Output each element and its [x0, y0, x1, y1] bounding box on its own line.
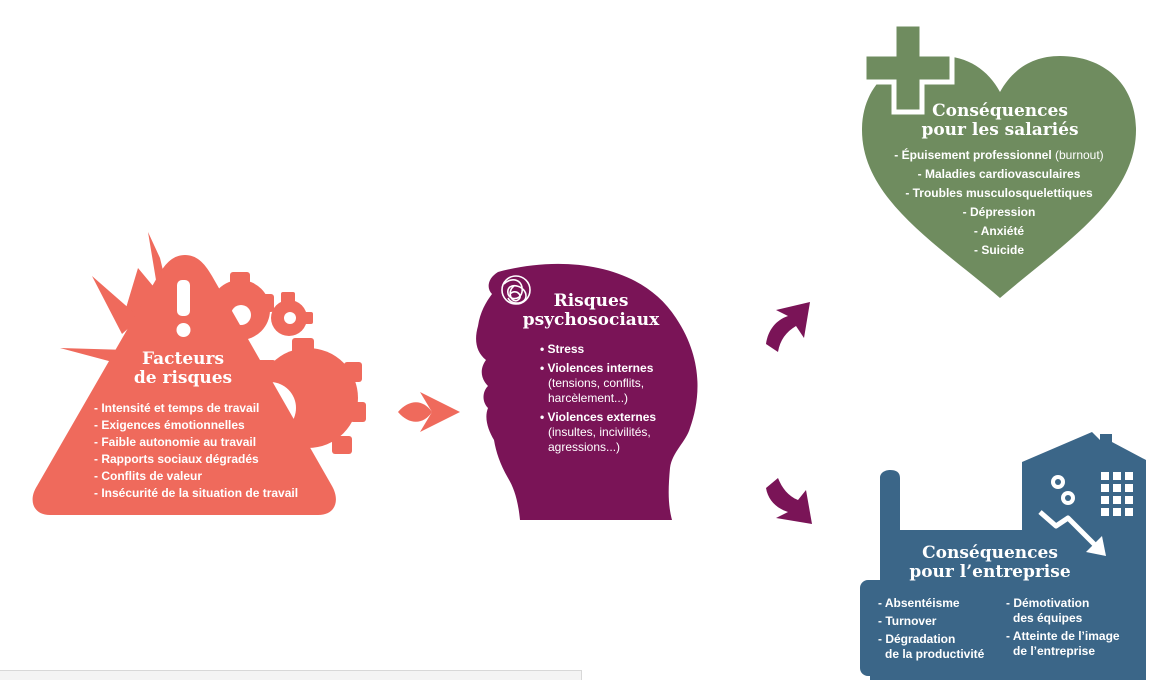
factors-triangle: [32, 255, 336, 515]
employee-item: - Troubles musculosquelettiques: [905, 186, 1093, 200]
window-grid-icon: [1101, 472, 1133, 516]
factor-item: - Rapports sociaux dégradés: [94, 452, 259, 466]
arrow-down-right-icon: [766, 478, 812, 524]
heart-icon: [862, 56, 1136, 298]
company-title: Conséquences pour l’entreprise: [900, 544, 1080, 582]
psychosocial-title-line-1: Risques: [553, 291, 629, 311]
arrow-up-right-icon: [766, 302, 810, 352]
factors-title-line-1: Facteurs: [141, 349, 225, 369]
company-list-col-1: - Absentéisme - Turnover - Dégradation d…: [878, 596, 998, 662]
factor-item: - Exigences émotionnelles: [94, 418, 245, 432]
factors-title-line-2: de risques: [133, 368, 233, 388]
gears-icon: [1051, 475, 1075, 505]
psychosocial-list: • Stress • Violences internes (tensions,…: [540, 342, 680, 455]
factors-title: Facteurs de risques: [108, 350, 258, 388]
psychosocial-item-detail: agressions...): [548, 440, 621, 454]
company-item: - Turnover: [878, 614, 937, 628]
factors-list: - Intensité et temps de travail - Exigen…: [94, 400, 324, 502]
tangled-brain-icon: [501, 275, 531, 305]
psychosocial-item-label: • Violences internes: [540, 361, 654, 375]
head-profile-icon: [476, 263, 698, 520]
company-item: - Dégradation: [878, 632, 956, 646]
employee-item: - Anxiété: [973, 224, 1025, 238]
gear-hole: [284, 312, 296, 324]
company-item: de l’entreprise: [1013, 644, 1096, 658]
psychosocial-item-detail: (insultes, incivilités,: [548, 425, 651, 439]
employee-item: - Épuisement professionnel (burnout): [876, 146, 1122, 165]
exclamation-icon: [176, 280, 191, 337]
page-edge-strip: [0, 670, 582, 680]
psychosocial-item-detail: harcèlement...): [548, 391, 629, 405]
arrow-right-icon: [398, 392, 460, 432]
company-list-col-2: - Démotivation des équipes - Atteinte de…: [1006, 596, 1142, 659]
psychosocial-item-detail: (tensions, conflits,: [548, 376, 645, 390]
employee-item: - Dépression: [962, 205, 1036, 219]
company-item: - Atteinte de l’image: [1006, 629, 1120, 643]
employees-title-line-1: Conséquences: [932, 101, 1068, 121]
factor-item: - Conflits de valeur: [94, 469, 203, 483]
factors-group: [32, 232, 366, 515]
employees-title-line-2: pour les salariés: [921, 120, 1079, 140]
psychosocial-title: Risques psychosociaux: [516, 292, 666, 330]
company-item: de la productivité: [885, 647, 985, 661]
company-panel: [860, 580, 1146, 676]
medical-cross-icon: [861, 21, 955, 115]
employees-list: - Épuisement professionnel (burnout) - M…: [876, 146, 1122, 260]
psychosocial-item-label: • Stress: [540, 342, 585, 356]
company-title-line-2: pour l’entreprise: [909, 562, 1071, 582]
factor-item: - Faible autonomie au travail: [94, 435, 257, 449]
company-item: - Démotivation: [1006, 596, 1090, 610]
company-title-line-1: Conséquences: [922, 543, 1058, 563]
company-item: - Absentéisme: [878, 596, 960, 610]
employee-item: - Maladies cardiovasculaires: [917, 167, 1081, 181]
employee-item-suffix: (burnout): [1051, 148, 1104, 162]
company-group: [860, 432, 1146, 680]
employees-title: Conséquences pour les salariés: [912, 102, 1088, 140]
employee-item-text: - Épuisement professionnel: [894, 148, 1052, 162]
downtrend-arrow-icon: [1038, 510, 1106, 556]
employees-group: [861, 21, 1136, 298]
psychosocial-item-label: • Violences externes: [540, 410, 657, 424]
company-item: des équipes: [1013, 611, 1083, 625]
factor-item: - Intensité et temps de travail: [94, 401, 260, 415]
employee-item: - Suicide: [973, 243, 1024, 257]
factor-item: - Insécurité de la situation de travail: [94, 486, 299, 500]
psychosocial-title-line-2: psychosociaux: [522, 310, 660, 330]
